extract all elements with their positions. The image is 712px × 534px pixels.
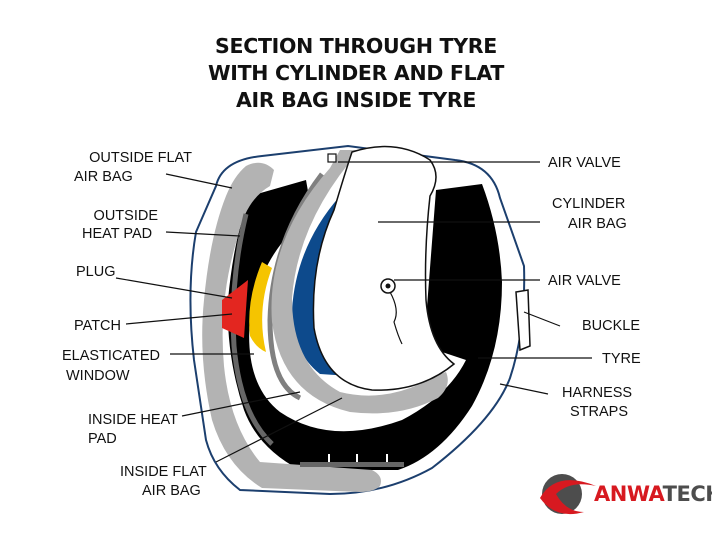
label-cylinder-air-bag-l2: AIR BAG (568, 216, 627, 232)
harness-straps (189, 144, 526, 496)
tyre (227, 180, 503, 470)
label-air-valve-mid: AIR VALVE (548, 273, 621, 289)
valve-hose (389, 291, 403, 345)
anwatech-logo-text: ANWATECH (594, 482, 712, 506)
label-outside-flat-air-bag: OUTSIDE FLAT (60, 148, 192, 168)
label-outside-flat-air-bag-l2: AIR BAG (74, 169, 133, 185)
outside-heat-pad (230, 213, 274, 446)
label-outside-heat-pad-l1: OUTSIDE (93, 208, 158, 224)
label-outside-heat-pad-l2: HEAT PAD (82, 226, 153, 242)
bottom-heat-pad (300, 462, 404, 467)
label-harness-straps-l1: HARNESS (562, 385, 633, 401)
label-plug: PLUG (76, 264, 116, 280)
label-air-valve-top: AIR VALVE (548, 155, 621, 171)
air-valve-top (327, 153, 337, 163)
label-inside-heat-pad-l2: PAD (88, 431, 117, 447)
title-line-2: WITH CYLINDER AND FLAT (207, 61, 505, 85)
logo-part-anwa: ANWA (594, 482, 663, 506)
label-inside-heat-pad-l1: INSIDE HEAT (88, 412, 178, 428)
label-patch: PATCH (74, 318, 121, 334)
label-elasticated-window-l2: WINDOW (66, 368, 130, 384)
leader-lines (115, 161, 592, 463)
plug-patch (222, 280, 248, 338)
logo-part-tech: TECH (662, 482, 712, 506)
buckle (515, 289, 531, 352)
label-inside-flat-air-bag-l2: AIR BAG (142, 483, 201, 499)
title-line-1: SECTION THROUGH TYRE (215, 34, 497, 58)
cylinder-band (292, 196, 360, 376)
tread-marks (328, 454, 388, 462)
label-inside-flat-air-bag-l1: INSIDE FLAT (120, 464, 207, 480)
label-buckle: BUCKLE (582, 318, 641, 334)
label-harness-straps-l2: STRAPS (570, 404, 629, 420)
anwatech-logo-mark (540, 474, 596, 515)
air-valve-center-core (385, 283, 391, 289)
title-line-3: AIR BAG INSIDE TYRE (235, 88, 477, 112)
inside-flat-air-bag (271, 150, 448, 414)
label-outside-flat-air-bag-l1: OUTSIDE FLAT (89, 150, 192, 166)
cylinder-air-bag (312, 145, 456, 391)
label-tyre: TYRE (602, 351, 641, 367)
inside-heat-pad (267, 172, 324, 401)
label-elasticated-window-l1: ELASTICATED (62, 348, 161, 364)
label-cylinder-air-bag-l1: CYLINDER (552, 196, 626, 212)
elasticated-window (249, 262, 272, 352)
